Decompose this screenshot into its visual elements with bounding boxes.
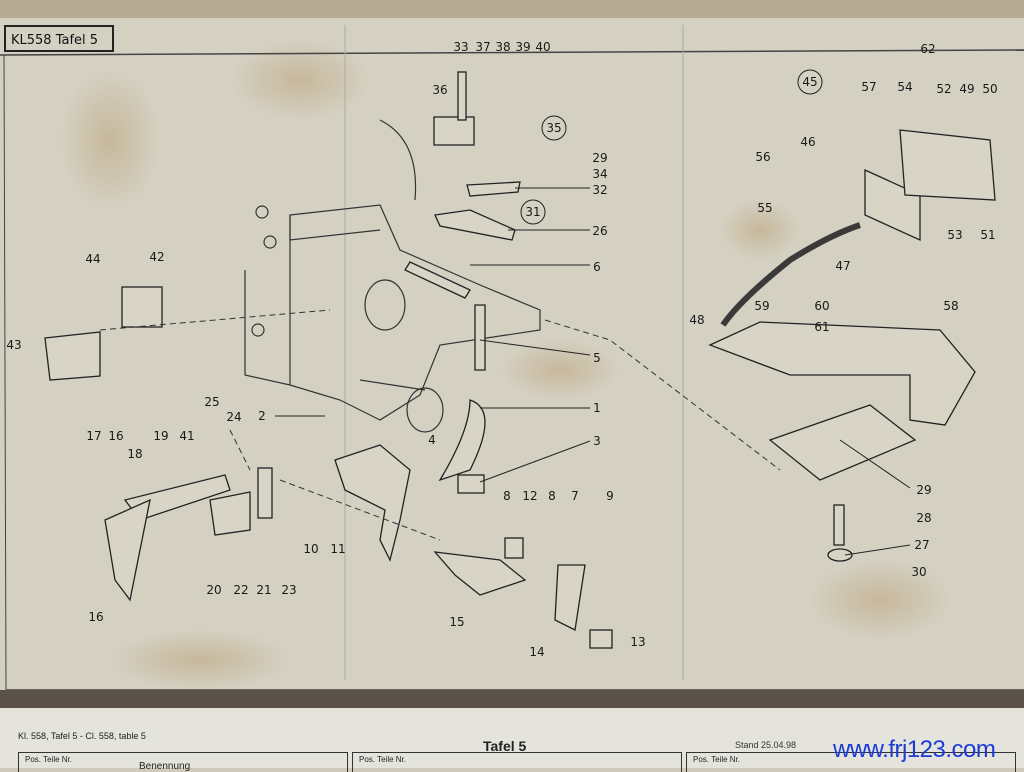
callout: 5 <box>593 351 601 365</box>
callout: 34 <box>592 167 607 181</box>
parts-list-page <box>0 708 1024 768</box>
callout: 54 <box>897 80 912 94</box>
callout-circles <box>520 69 823 225</box>
callout: 13 <box>630 635 645 649</box>
callout: 14 <box>529 645 544 659</box>
callout: 43 <box>6 338 21 352</box>
callout: 36 <box>432 83 447 97</box>
callout: 41 <box>179 429 194 443</box>
callout-labels: 33 37 38 39 40 36 35 29 34 32 31 26 6 5 … <box>6 40 997 659</box>
parts-list-date: Stand 25.04.98 <box>735 740 797 750</box>
callout: 61 <box>814 320 829 334</box>
callout: 15 <box>449 615 464 629</box>
callout: 52 <box>936 82 951 96</box>
column-header: Pos. Teile Nr. <box>693 755 740 764</box>
callout: 30 <box>911 565 926 579</box>
callout: 56 <box>755 150 770 164</box>
parts-column-1: Pos. Teile Nr. Benennung <box>18 752 348 772</box>
callout: 38 <box>495 40 510 54</box>
watermark: www.frj123.com <box>833 736 996 763</box>
callout: 58 <box>943 299 958 313</box>
callout: 16 <box>88 610 103 624</box>
callout: 42 <box>149 250 164 264</box>
callout: 44 <box>85 252 100 266</box>
parts <box>44 71 996 649</box>
callout: 12 <box>522 489 537 503</box>
callout: 22 <box>233 583 248 597</box>
machine-body <box>244 119 541 433</box>
callout: 46 <box>800 135 815 149</box>
callout: 18 <box>127 447 142 461</box>
column-name-header: Benennung <box>139 761 191 772</box>
callout: 47 <box>835 259 850 273</box>
callout: 62 <box>920 42 935 56</box>
callout: 45 <box>802 75 817 89</box>
callout: 20 <box>206 583 221 597</box>
callout: 32 <box>592 183 607 197</box>
callout: 8 <box>503 489 511 503</box>
callout: 16 <box>108 429 123 443</box>
callout: 11 <box>330 542 345 556</box>
callout: 25 <box>204 395 219 409</box>
callout: 23 <box>281 583 296 597</box>
callout: 1 <box>593 401 601 415</box>
callout: 59 <box>754 299 769 313</box>
callout: 55 <box>757 201 772 215</box>
callout: 24 <box>226 410 241 424</box>
callout: 60 <box>814 299 829 313</box>
callout: 31 <box>525 205 540 219</box>
column-header: Pos. Teile Nr. <box>359 755 406 764</box>
callout: 50 <box>982 82 997 96</box>
dashed-guides <box>99 309 781 541</box>
sheet-title: KL558 Tafel 5 <box>4 25 114 52</box>
callout: 6 <box>593 260 601 274</box>
callout: 3 <box>593 434 601 448</box>
callout: 33 <box>453 40 468 54</box>
callout: 4 <box>428 433 436 447</box>
callout: 39 <box>515 40 530 54</box>
callout: 29 <box>592 151 607 165</box>
paper-stains <box>60 40 950 690</box>
parts-column-2: Pos. Teile Nr. <box>352 752 682 772</box>
leader-lines <box>275 187 911 556</box>
callout: 40 <box>535 40 550 54</box>
callout: 7 <box>571 489 579 503</box>
callout: 49 <box>959 82 974 96</box>
parts-list-title: Tafel 5 <box>483 738 527 754</box>
column-header: Pos. Teile Nr. <box>25 755 72 764</box>
callout: 53 <box>947 228 962 242</box>
callout: 26 <box>592 224 607 238</box>
parts-column-3: Pos. Teile Nr. <box>686 752 1016 772</box>
callout: 27 <box>914 538 929 552</box>
callout: 51 <box>980 228 995 242</box>
callout: 29 <box>916 483 931 497</box>
callout: 10 <box>303 542 318 556</box>
callout: 21 <box>256 583 271 597</box>
callout: 19 <box>153 429 168 443</box>
callout: 35 <box>546 121 561 135</box>
parts-list-reference: Kl. 558, Tafel 5 - Cl. 558, table 5 <box>18 731 146 741</box>
callout: 9 <box>606 489 614 503</box>
callout: 8 <box>548 489 556 503</box>
callout: 28 <box>916 511 931 525</box>
callout: 48 <box>689 313 704 327</box>
callout: 37 <box>475 40 490 54</box>
callout: 17 <box>86 429 101 443</box>
callout: 2 <box>258 409 266 423</box>
callout: 57 <box>861 80 876 94</box>
